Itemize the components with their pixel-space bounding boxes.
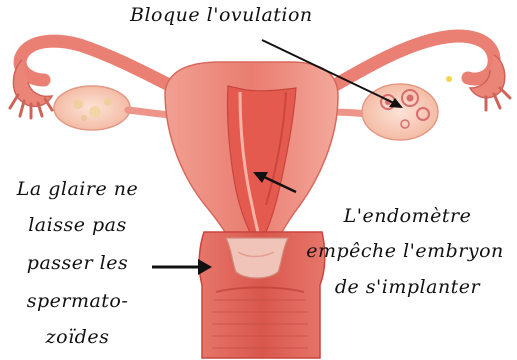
label-mucus-line-2: laisse pas [10,214,145,236]
label-mucus-line-5: zoïdes [10,326,145,348]
label-endometrium-line-1: L'endomètre [305,205,510,227]
label-mucus-line-4: spermato- [10,290,145,312]
left-ovary [54,86,180,130]
label-mucus-line-1: La glaire ne [10,178,145,200]
label-mucus-line-3: passer les [10,252,145,274]
label-ovulation: Bloque l'ovulation [130,4,313,26]
label-endometrium-line-2: empêche l'embryon [296,240,514,262]
label-endometrium-line-3: de s'implanter [305,276,510,298]
